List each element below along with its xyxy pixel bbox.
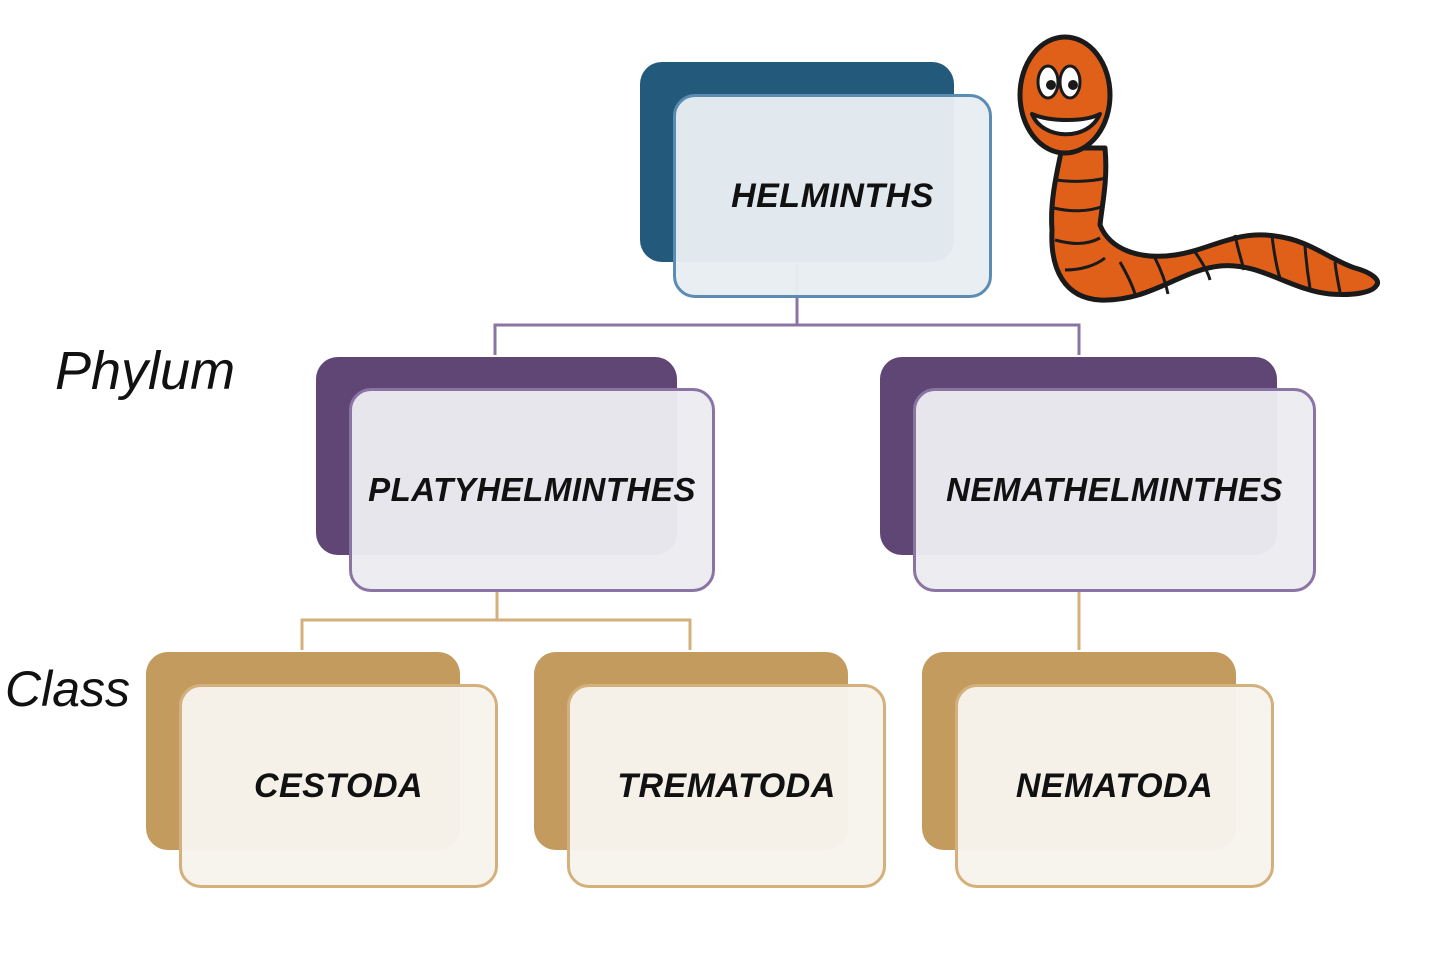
level-label-phylum: Phylum <box>55 341 236 401</box>
connector-platy-trematoda <box>497 618 692 650</box>
node-label: PLATYHELMINTHES <box>368 471 696 508</box>
node-front-panel: TREMATODA <box>567 684 886 888</box>
node-helminths: HELMINTHS <box>640 62 992 298</box>
node-label: TREMATODA <box>617 766 836 805</box>
connector-root-nemathelminthes <box>797 323 1081 355</box>
node-trematoda: TREMATODA <box>534 652 886 888</box>
node-label: NEMATODA <box>1015 766 1214 805</box>
node-front-panel: PLATYHELMINTHES <box>349 388 715 592</box>
connector-platy-cestoda <box>300 590 499 650</box>
worm-cartoon-icon <box>1017 34 1380 303</box>
node-nematoda: NEMATODA <box>922 652 1274 888</box>
node-front-panel: HELMINTHS <box>673 94 992 298</box>
node-label: HELMINTHS <box>731 176 934 215</box>
node-label: NEMATHELMINTHES <box>946 471 1283 508</box>
node-nemathelminthes: NEMATHELMINTHES <box>880 357 1316 592</box>
node-label: CESTODA <box>253 766 424 805</box>
node-front-panel: NEMATHELMINTHES <box>913 388 1316 592</box>
node-cestoda: CESTODA <box>146 652 498 888</box>
level-label-class: Class <box>5 661 131 717</box>
node-front-panel: NEMATODA <box>955 684 1274 888</box>
node-front-panel: CESTODA <box>179 684 498 888</box>
node-platyhelminthes: PLATYHELMINTHES <box>316 357 715 592</box>
